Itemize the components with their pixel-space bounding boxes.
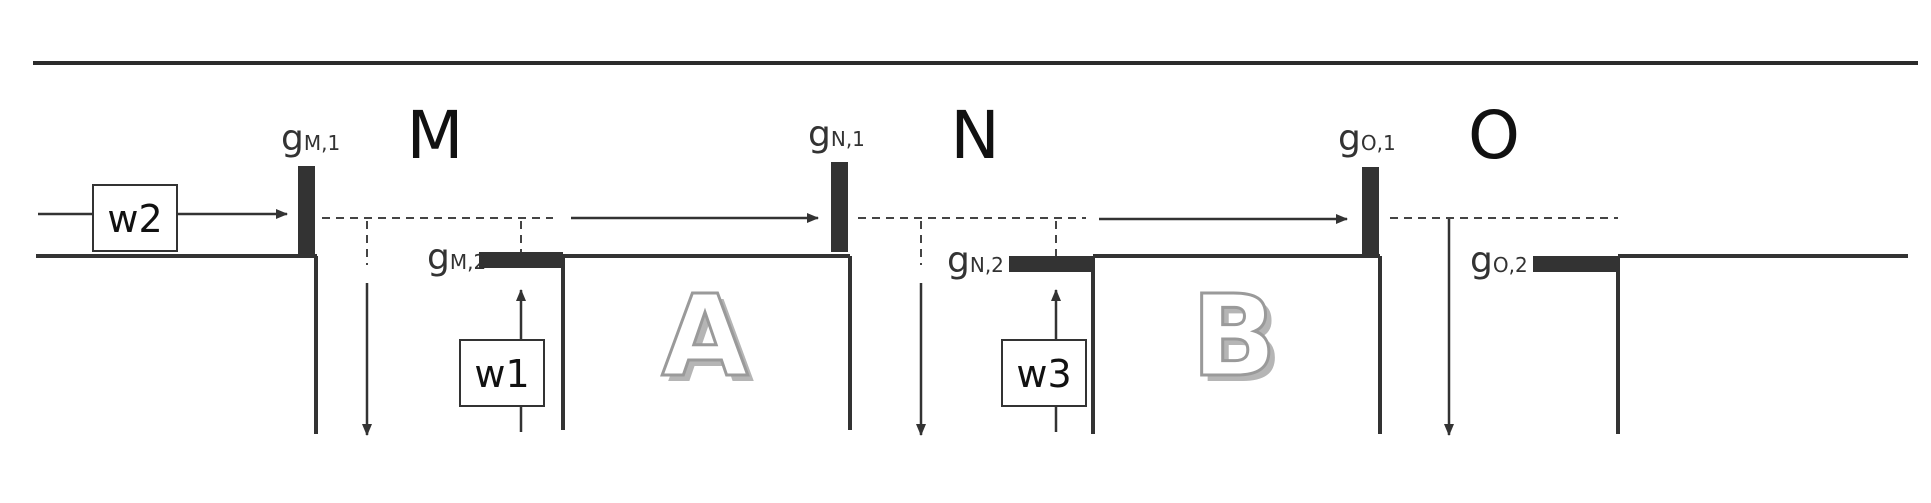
- gate-m1: [298, 166, 315, 255]
- canal-profile: [36, 254, 1908, 434]
- gate-label-o1: gO,1: [1338, 118, 1396, 159]
- pool-label-b: B B: [1190, 271, 1283, 409]
- gate-m2: [479, 252, 563, 268]
- gate-n2: [1009, 256, 1093, 272]
- inflow-label-w1: w1: [474, 352, 529, 396]
- gate-label-m2: gM,2: [427, 237, 486, 278]
- inflow-box-w1: w1: [459, 339, 545, 407]
- section-label-n: N: [950, 97, 999, 174]
- inflow-box-w2: w2: [92, 184, 178, 252]
- gate-label-o2: gO,2: [1470, 240, 1528, 281]
- gate-label-n2: gN,2: [947, 240, 1004, 281]
- gate-n1: [831, 162, 848, 252]
- svg-text:A: A: [668, 278, 755, 408]
- inflow-box-w3: w3: [1001, 339, 1087, 407]
- svg-text:A: A: [662, 272, 749, 402]
- gate-label-n1: gN,1: [808, 114, 865, 155]
- svg-text:B: B: [1191, 272, 1276, 402]
- section-label-m: M: [407, 97, 464, 174]
- horizontal-gates: [479, 252, 1618, 272]
- pool-label-a: A A: [660, 271, 755, 409]
- gate-o1: [1362, 167, 1379, 255]
- inflow-label-w2: w2: [107, 197, 162, 241]
- vertical-gates: [298, 162, 1379, 255]
- section-label-o: O: [1468, 97, 1520, 174]
- gate-label-m1: gM,1: [281, 118, 340, 159]
- svg-text:B: B: [1197, 278, 1282, 408]
- gate-o2: [1533, 256, 1618, 272]
- inflow-label-w3: w3: [1016, 352, 1071, 396]
